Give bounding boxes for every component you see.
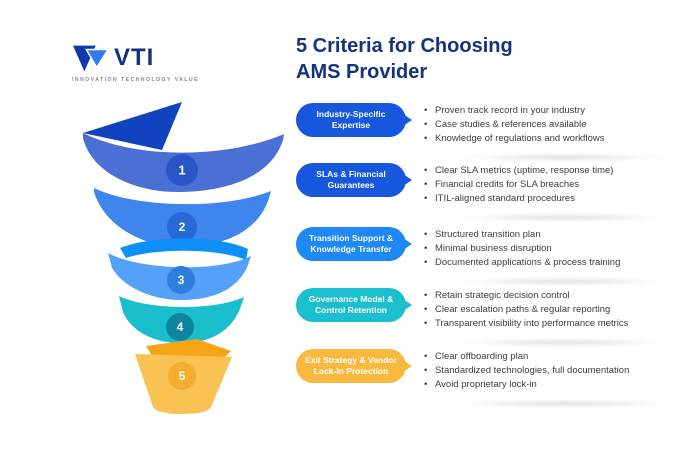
bullet-item: Retain strategic decision control: [424, 289, 628, 303]
funnel-layer-2: 2: [94, 188, 271, 247]
funnel-number-circle-4: [166, 313, 194, 341]
page-title: 5 Criteria for Choosing AMS Provider: [296, 35, 513, 84]
funnel-accent-1: [83, 102, 182, 150]
criterion-row-4: Governance Model & Control Retention Ret…: [296, 288, 700, 347]
criterion-bullets-2: Clear SLA metrics (uptime, response time…: [406, 164, 613, 205]
bullet-item: Transparent visibility into performance …: [424, 317, 628, 331]
criterion-row-5: Exit Strategy & Vendor Lock-In Protectio…: [296, 349, 700, 408]
bullet-item: Knowledge of regulations and workflows: [424, 132, 605, 146]
funnel-number-4: 4: [177, 320, 184, 334]
funnel-layer-1: 1: [83, 102, 284, 192]
funnel-accent-3: [120, 238, 248, 260]
row-shadow: [424, 399, 700, 408]
bullet-item: Standardized technologies, full document…: [424, 364, 629, 378]
funnel-number-circle-5: [168, 362, 196, 390]
funnel-graphic: 1 2 3 4 5: [83, 102, 284, 414]
funnel-number-circle-1: [166, 154, 198, 186]
row-shadow: [424, 153, 700, 162]
funnel-number-5: 5: [179, 369, 186, 383]
criterion-badge-5: Exit Strategy & Vendor Lock-In Protectio…: [296, 349, 406, 383]
criterion-bullets-4: Retain strategic decision control Clear …: [406, 289, 628, 330]
bullet-item: Clear offboarding plan: [424, 350, 629, 364]
criterion-badge-2: SLAs & Financial Guarantees: [296, 163, 406, 197]
bullet-item: Minimal business disruption: [424, 242, 620, 256]
funnel-layer-4: 4: [119, 296, 244, 343]
criterion-bullets-5: Clear offboarding plan Standardized tech…: [406, 350, 629, 391]
bullet-item: Financial credits for SLA breaches: [424, 178, 613, 192]
bullet-item: Clear SLA metrics (uptime, response time…: [424, 164, 613, 178]
bullet-item: Avoid proprietary lock-in: [424, 378, 629, 392]
row-shadow: [424, 213, 700, 222]
funnel-accent-5: [146, 339, 231, 360]
row-shadow: [424, 277, 700, 286]
criterion-badge-1: Industry-Specific Expertise: [296, 103, 406, 137]
criterion-bullets-3: Structured transition plan Minimal busin…: [406, 228, 620, 269]
vti-logo: VTI INNOVATION TECHNOLOGY VALUE: [72, 42, 200, 84]
vti-logo-icon: [72, 45, 110, 72]
funnel-layer-5: 5: [135, 339, 232, 414]
bullet-item: ITIL-aligned standard procedures: [424, 192, 613, 206]
bullet-item: Case studies & references available: [424, 118, 605, 132]
criterion-row-2: SLAs & Financial Guarantees Clear SLA me…: [296, 163, 700, 222]
funnel-number-2: 2: [179, 220, 186, 234]
criterion-row-3: Transition Support & Knowledge Transfer …: [296, 227, 700, 286]
criterion-bullets-1: Proven track record in your industry Cas…: [406, 104, 605, 145]
bullet-item: Documented applications & process traini…: [424, 256, 620, 270]
bullet-item: Structured transition plan: [424, 228, 620, 242]
funnel-number-1: 1: [178, 163, 185, 178]
funnel-layer-3: 3: [108, 238, 251, 300]
funnel-number-3: 3: [178, 273, 185, 287]
funnel-number-circle-2: [167, 212, 197, 242]
criterion-badge-3: Transition Support & Knowledge Transfer: [296, 227, 406, 261]
bullet-item: Proven track record in your industry: [424, 104, 605, 118]
logo-tagline: INNOVATION TECHNOLOGY VALUE: [72, 77, 200, 83]
logo-name: VTI: [114, 44, 155, 71]
criterion-badge-4: Governance Model & Control Retention: [296, 288, 406, 322]
bullet-item: Clear escalation paths & regular reporti…: [424, 303, 628, 317]
funnel-number-circle-3: [167, 266, 195, 294]
criterion-row-1: Industry-Specific Expertise Proven track…: [296, 103, 700, 162]
row-shadow: [424, 338, 700, 347]
